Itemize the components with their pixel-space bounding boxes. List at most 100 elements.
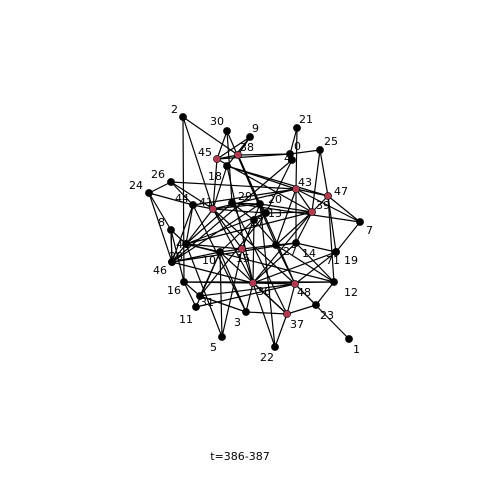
edge-44-43 (192, 188, 297, 206)
edge-25-47 (319, 149, 329, 197)
node-label-31: 31 (200, 296, 214, 309)
edge-71-48 (294, 251, 337, 285)
node-39 (308, 208, 316, 216)
edge-24-44 (148, 192, 194, 206)
edge-15-27 (241, 244, 277, 250)
node-label-8: 8 (158, 216, 165, 229)
node-44 (189, 201, 197, 209)
edge-39-27 (275, 211, 313, 246)
node-label-41: 41 (199, 196, 213, 209)
node-label-12: 12 (344, 286, 358, 299)
edge-3-44 (192, 204, 247, 313)
edge-8-16 (170, 229, 185, 283)
node-label-44: 44 (175, 192, 189, 205)
node-label-19: 19 (344, 254, 358, 267)
node-25 (316, 146, 324, 154)
label-layer: 0123457891011121314151617181920212223242… (129, 103, 373, 364)
node-48 (291, 280, 299, 288)
node-4 (288, 156, 296, 164)
node-22 (271, 343, 279, 351)
node-45 (213, 155, 221, 163)
node-23 (312, 301, 320, 309)
node-label-36: 36 (257, 285, 271, 298)
edge-20-39 (259, 203, 313, 213)
edge-16-11 (183, 281, 197, 308)
node-label-4: 4 (284, 152, 291, 165)
node-40 (182, 240, 190, 248)
edge-39-13 (265, 211, 313, 214)
edge-36-3 (245, 282, 254, 313)
node-5 (218, 333, 226, 341)
node-label-30: 30 (210, 115, 224, 128)
edge-43-39 (295, 188, 313, 213)
node-label-11: 11 (179, 313, 193, 326)
node-26 (167, 178, 175, 186)
edge-29-40 (185, 202, 233, 245)
node-46 (168, 258, 176, 266)
edge-17-27 (253, 219, 277, 246)
edge-23-37 (286, 304, 317, 315)
node-label-47: 47 (334, 185, 348, 198)
node-1 (345, 335, 353, 343)
edge-48-37 (286, 283, 296, 315)
edge-20-15 (241, 203, 261, 250)
node-7 (356, 218, 364, 226)
node-24 (145, 189, 153, 197)
node-15 (238, 245, 246, 253)
node-label-22: 22 (260, 351, 274, 364)
edge-22-20 (259, 203, 276, 348)
edge-5-10 (219, 251, 223, 338)
edge-21-43 (295, 127, 298, 190)
node-21 (293, 124, 301, 132)
edge-26-41 (170, 181, 214, 210)
edge-26-44 (170, 181, 194, 206)
node-label-26: 26 (151, 168, 165, 181)
edge-39-14 (295, 211, 313, 244)
edge-47-7 (327, 195, 361, 223)
edge-20-46 (171, 203, 261, 263)
node-27 (272, 241, 280, 249)
edge-25-0 (289, 149, 321, 155)
node-11 (192, 303, 200, 311)
edge-43-7 (295, 188, 361, 223)
node-13 (262, 209, 270, 217)
node-label-3: 3 (234, 316, 241, 329)
edge-29-37 (231, 202, 288, 315)
edge-39-36 (252, 211, 313, 284)
edge-3-37 (245, 311, 288, 315)
node-layer (145, 113, 364, 351)
edge-11-48 (195, 283, 296, 308)
edge-12-23 (315, 281, 335, 306)
edge-19-36 (252, 251, 337, 284)
edge-19-7 (335, 221, 361, 253)
node-30 (223, 127, 231, 135)
node-71 (332, 248, 340, 256)
edge-24-8 (148, 192, 172, 231)
edge-2-41 (182, 116, 214, 210)
node-label-24: 24 (129, 179, 143, 192)
edge-4-13 (265, 159, 293, 214)
edge-46-8 (170, 229, 173, 263)
edge-26-24 (148, 181, 172, 194)
node-label-48: 48 (297, 286, 311, 299)
node-18 (223, 162, 231, 170)
edge-9-45 (216, 136, 251, 160)
node-29 (228, 199, 236, 207)
node-47 (324, 192, 332, 200)
node-label-43: 43 (298, 176, 312, 189)
edge-30-27 (226, 130, 277, 246)
node-17 (250, 216, 258, 224)
edge-30-45 (216, 130, 228, 160)
node-label-0: 0 (294, 140, 301, 153)
node-label-38: 38 (240, 141, 254, 154)
node-label-1: 1 (353, 343, 360, 356)
edge-40-5 (185, 243, 223, 338)
node-label-17: 17 (250, 216, 264, 229)
node-8 (167, 226, 175, 234)
edge-layer (148, 116, 361, 348)
edge-15-36 (241, 248, 254, 284)
node-14 (292, 239, 300, 247)
edge-36-22 (252, 282, 276, 348)
edge-26-43 (170, 181, 297, 190)
